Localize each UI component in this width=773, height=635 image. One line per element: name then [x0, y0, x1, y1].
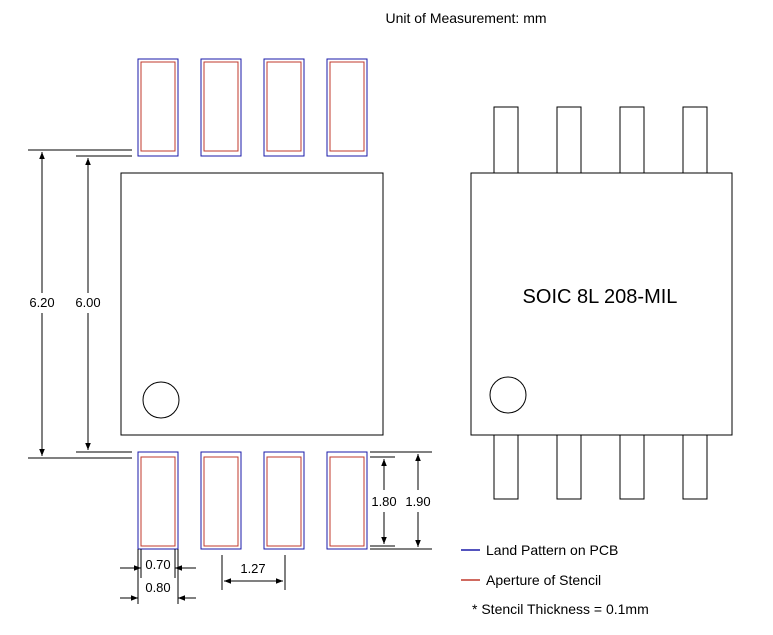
package-name: SOIC 8L 208-MIL	[523, 286, 678, 308]
dim-pad-width-land: 0.80	[145, 580, 170, 595]
legend-stencil-label: Aperture of Stencil	[486, 572, 601, 588]
top-pad-1	[137, 58, 179, 157]
bottom-pad-4	[326, 451, 368, 550]
vertical-dimensions	[28, 149, 132, 459]
bottom-pad-3	[263, 451, 305, 550]
pitch-dimension	[221, 555, 286, 590]
package-lead-top-4	[682, 106, 708, 174]
bottom-pad-2	[200, 451, 242, 550]
dim-outer-span: 6.20	[29, 295, 54, 310]
package-lead-top-2	[556, 106, 582, 174]
stencil-thickness-note: * Stencil Thickness = 0.1mm	[472, 601, 649, 617]
package-lead-bottom-4	[682, 434, 708, 500]
pin1-marker	[142, 381, 180, 419]
package-lead-top-1	[493, 106, 519, 174]
units-caption: Unit of Measurement: mm	[385, 10, 546, 26]
package-body	[470, 172, 733, 436]
package-pin1-marker	[489, 376, 527, 414]
package-lead-bottom-1	[493, 434, 519, 500]
package-lead-top-3	[619, 106, 645, 174]
dim-pad-length-land: 1.90	[405, 494, 430, 509]
land-pattern-view	[120, 58, 384, 550]
top-pad-2	[200, 58, 242, 157]
package-lead-bottom-3	[619, 434, 645, 500]
top-pad-4	[326, 58, 368, 157]
pad-width-dimensions	[120, 549, 196, 604]
top-pad-3	[263, 58, 305, 157]
pad-length-dimensions	[370, 451, 432, 550]
dim-pad-length-stencil: 1.80	[371, 494, 396, 509]
package-lead-bottom-2	[556, 434, 582, 500]
legend: Land Pattern on PCB Aperture of Stencil …	[461, 542, 649, 617]
legend-land-label: Land Pattern on PCB	[486, 542, 618, 558]
bottom-pad-1	[137, 451, 179, 550]
dim-pitch: 1.27	[240, 561, 265, 576]
package-view	[470, 106, 733, 500]
footprint-body-outline	[120, 172, 384, 436]
dim-body-span: 6.00	[75, 295, 100, 310]
dim-pad-width-stencil: 0.70	[145, 557, 170, 572]
